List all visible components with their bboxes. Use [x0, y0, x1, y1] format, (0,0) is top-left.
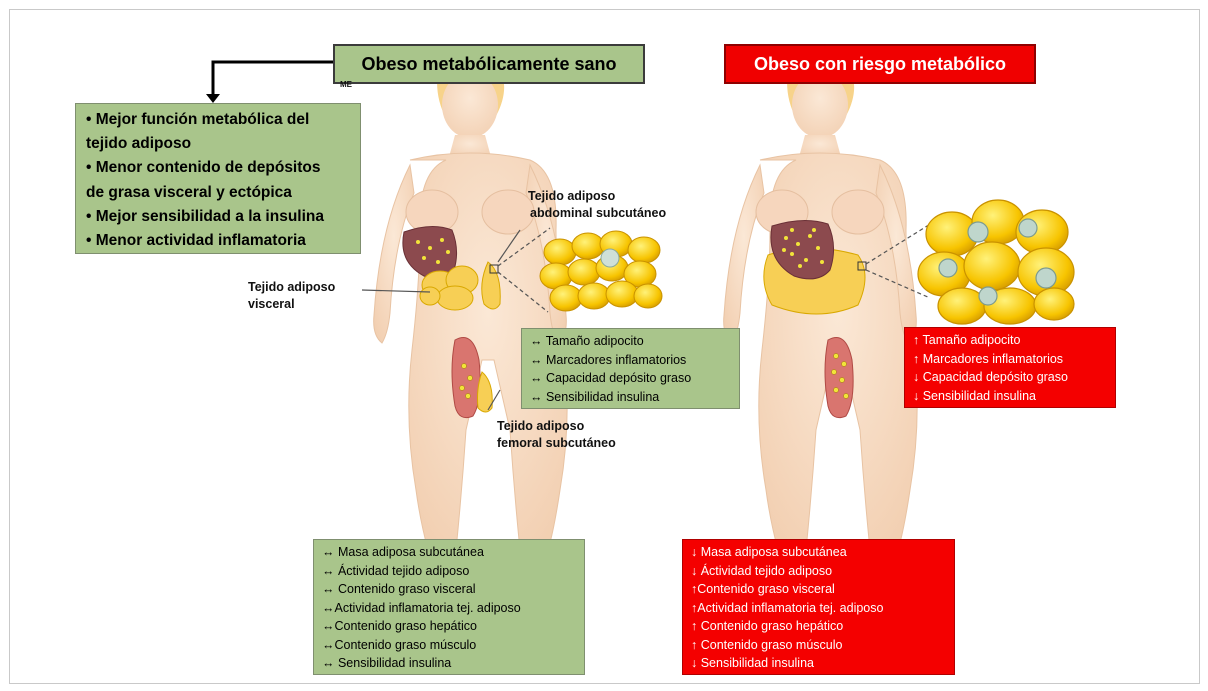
benefit-line: tejido adiposo	[86, 132, 350, 156]
risk-adipocyte-item: ↑ Marcadores inflamatorios	[913, 350, 1107, 369]
healthy-systemic-item: ↔ Áctividad tejido adiposo	[322, 562, 576, 581]
benefit-line: • Mejor función metabólica del	[86, 108, 350, 132]
healthy-adipocyte-box: ↔ Tamaño adipocito ↔ Marcadores inflamat…	[521, 328, 740, 409]
risk-systemic-item: ↓ Masa adiposa subcutánea	[691, 543, 946, 562]
healthy-systemic-item: ↔ Masa adiposa subcutánea	[322, 543, 576, 562]
risk-adipocyte-item: ↓ Capacidad depósito graso	[913, 368, 1107, 387]
label-femoral-line2: femoral subcutáneo	[497, 435, 616, 452]
healthy-adipocyte-item: ↔ Tamaño adipocito	[530, 332, 731, 351]
small-adipocyte-cluster	[540, 231, 662, 311]
healthy-systemic-item: ↔Contenido graso músculo	[322, 636, 576, 655]
benefit-line: • Menor actividad inflamatoria	[86, 229, 350, 253]
risk-systemic-item: ↑Actividad inflamatoria tej. adiposo	[691, 599, 946, 618]
title-risk-obese: Obeso con riesgo metabólico	[724, 44, 1036, 84]
healthy-systemic-item: ↔Contenido graso hepático	[322, 617, 576, 636]
healthy-systemic-item: ↔ Sensibilidad insulina	[322, 654, 576, 673]
healthy-adipocyte-item: ↔ Capacidad depósito graso	[530, 369, 731, 388]
healthy-body-figure	[374, 53, 568, 550]
benefit-line: de grasa visceral y ectópica	[86, 181, 350, 205]
risk-systemic-item: ↑ Contenido graso hepático	[691, 617, 946, 636]
label-abdominal-line1: Tejido adiposo	[528, 188, 615, 205]
benefit-line: • Mejor sensibilidad a la insulina	[86, 205, 350, 229]
risk-systemic-item: ↓ Sensibilidad insulina	[691, 654, 946, 673]
risk-systemic-item: ↓ Áctividad tejido adiposo	[691, 562, 946, 581]
title-connector-arrow	[206, 62, 333, 103]
healthy-adipocyte-item: ↔ Sensibilidad insulina	[530, 388, 731, 407]
label-abdominal-line2: abdominal subcutáneo	[530, 205, 666, 222]
risk-adipocyte-item: ↑ Tamaño adipocito	[913, 331, 1107, 350]
risk-body-figure	[724, 53, 918, 550]
risk-systemic-item: ↑ Contenido graso músculo	[691, 636, 946, 655]
title-healthy-obese: Obeso metabólicamente sano	[333, 44, 645, 84]
label-femoral-line1: Tejido adiposo	[497, 418, 584, 435]
risk-systemic-item: ↑Contenido graso visceral	[691, 580, 946, 599]
healthy-systemic-box: ↔ Masa adiposa subcutánea ↔ Áctividad te…	[313, 539, 585, 675]
risk-systemic-box: ↓ Masa adiposa subcutánea ↓ Áctividad te…	[682, 539, 955, 675]
benefits-box: • Mejor función metabólica del tejido ad…	[75, 103, 361, 254]
stray-text: ME	[340, 80, 352, 89]
risk-adipocyte-item: ↓ Sensibilidad insulina	[913, 387, 1107, 406]
label-visceral-line1: Tejido adiposo	[248, 279, 335, 296]
benefit-line: • Menor contenido de depósitos	[86, 156, 350, 180]
label-visceral-line2: visceral	[248, 296, 295, 313]
healthy-systemic-item: ↔Actividad inflamatoria tej. adiposo	[322, 599, 576, 618]
healthy-adipocyte-item: ↔ Marcadores inflamatorios	[530, 351, 731, 370]
large-adipocyte-cluster	[918, 200, 1074, 324]
healthy-systemic-item: ↔ Contenido graso visceral	[322, 580, 576, 599]
risk-adipocyte-box: ↑ Tamaño adipocito ↑ Marcadores inflamat…	[904, 327, 1116, 408]
